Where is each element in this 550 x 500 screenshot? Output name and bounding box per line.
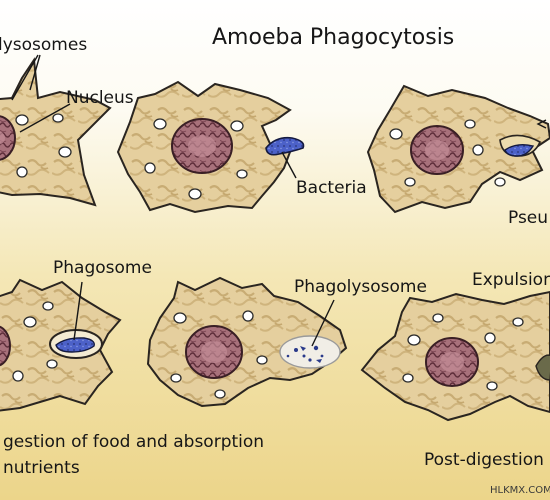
label-pseudopod: Pseu [508, 208, 549, 228]
bacteria-shape [504, 143, 535, 157]
lysosome-dots [170, 310, 268, 399]
label-expulsion: Expulsion [472, 270, 550, 290]
phagolysosome-vacuole [279, 335, 341, 369]
amoeba-cell-2 [116, 80, 305, 214]
label-nucleus: Nucleus [66, 88, 134, 108]
lysosome-dots [15, 113, 72, 178]
amoeba-cell-4 [0, 278, 122, 412]
label-post-digestion: Post-digestion [424, 450, 544, 470]
lysosome-dots [402, 313, 524, 391]
nucleus-shape [0, 325, 11, 367]
lysosome-dots [12, 301, 58, 382]
label-phagolysosome: Phagolysosome [294, 277, 427, 297]
label-lysosomes: lysosomes [0, 35, 88, 55]
bacteria-shape [265, 136, 305, 156]
digested-fragments [286, 345, 324, 363]
label-bacteria: Bacteria [296, 178, 367, 198]
diagram-title: Amoeba Phagocytosis [212, 25, 455, 50]
nucleus-shape [0, 115, 16, 161]
amoeba-cell-6 [360, 290, 550, 422]
amoeba-cell-5 [146, 276, 348, 408]
label-digestion-line2: nutrients [3, 458, 80, 478]
expelled-waste [535, 354, 550, 381]
lysosome-dots [389, 119, 506, 187]
amoeba-cell-1 [0, 57, 112, 207]
lysosome-dots [144, 118, 248, 200]
amoeba-cell-3 [366, 84, 550, 214]
label-digestion-line1: gestion of food and absorption [3, 432, 265, 452]
watermark: HLKMX.COM [490, 485, 550, 496]
pointer-lines [11, 54, 547, 347]
label-phagosome: Phagosome [53, 258, 152, 278]
